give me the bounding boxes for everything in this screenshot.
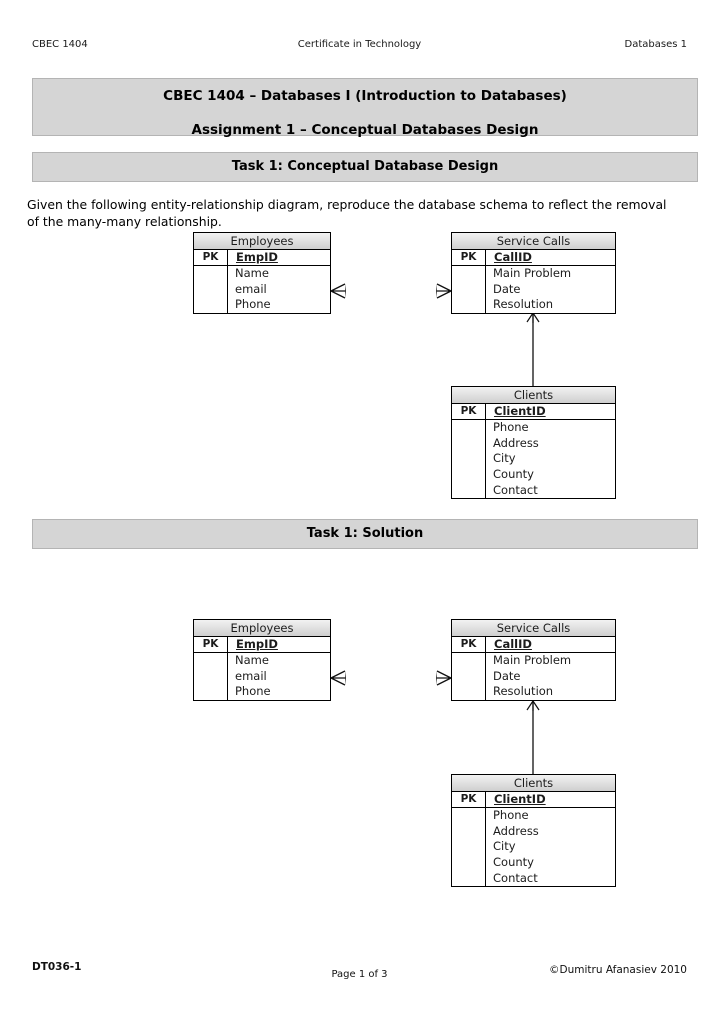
entity-service-calls-solution[interactable]: Service Calls PK CallID Main Problem Dat… <box>451 619 616 702</box>
attribute-row: Address <box>493 823 539 838</box>
entity-employees-problem[interactable]: Employees PK EmpID Name email Phone <box>193 232 331 315</box>
attribute-row: Main Problem <box>493 266 572 280</box>
entity-employees-solution[interactable]: Employees PK EmpID Name email Phone <box>193 619 331 702</box>
instructions-paragraph: Given the following entity-relationship … <box>27 197 667 230</box>
pk-tag: PK <box>460 638 477 650</box>
pk-tag: PK <box>202 638 219 650</box>
attribute-row: Date <box>493 668 521 683</box>
attribute-row: City <box>493 451 516 466</box>
attribute-row: County <box>493 467 534 482</box>
entity-attributes-clients: Phone Address City County Contact <box>452 808 615 887</box>
attribute-gutter-line <box>485 653 486 701</box>
relation-employees-servicecalls-problem <box>330 283 452 299</box>
entity-clients-solution[interactable]: Clients PK ClientID Phone Address City C… <box>451 774 616 888</box>
attribute-row: Resolution <box>493 684 554 699</box>
pk-tag: PK <box>202 251 219 263</box>
pk-tag: PK <box>460 405 477 417</box>
entity-pk-row-clients: PK ClientID <box>452 792 615 808</box>
running-head-right: Databases 1 <box>624 39 687 50</box>
pk-field: EmpID <box>227 637 330 652</box>
entity-attributes-employees: Name email Phone <box>194 653 330 701</box>
entity-attributes-service-calls: Main Problem Date Resolution <box>452 653 615 701</box>
relation-employees-servicecalls-solution <box>330 670 452 686</box>
attribute-row: City <box>493 839 516 854</box>
attribute-row: Address <box>493 435 539 450</box>
entity-header-employees: Employees <box>194 233 330 250</box>
document-title-line1: CBEC 1404 – Databases I (Introduction to… <box>163 88 567 104</box>
attribute-gutter-line <box>485 808 486 887</box>
entity-header-service-calls: Service Calls <box>452 233 615 250</box>
attribute-row: email <box>235 668 267 683</box>
entity-pk-row-employees: PK EmpID <box>194 250 330 266</box>
entity-attributes-service-calls: Main Problem Date Resolution <box>452 266 615 314</box>
footer-document-code: DT036-1 <box>32 961 82 973</box>
task-heading-banner: Task 1: Conceptual Database Design <box>32 152 698 182</box>
footer-copyright: ©Dumitru Afanasiev 2010 <box>549 964 687 976</box>
attribute-row: Name <box>235 266 269 280</box>
attribute-row: County <box>493 855 534 870</box>
entity-pk-row-service-calls: PK CallID <box>452 637 615 653</box>
attribute-row: Contact <box>493 870 538 885</box>
page-footer: DT036-1 Page 1 of 3 ©Dumitru Afanasiev 2… <box>32 961 687 980</box>
entity-pk-row-service-calls: PK CallID <box>452 250 615 266</box>
document-title-banner: CBEC 1404 – Databases I (Introduction to… <box>32 78 698 136</box>
document-title-line2: Assignment 1 – Conceptual Databases Desi… <box>191 121 539 138</box>
attribute-row: Phone <box>493 420 529 434</box>
attribute-gutter-line <box>485 420 486 499</box>
solution-heading-banner: Task 1: Solution <box>32 519 698 549</box>
pk-field: CallID <box>485 250 615 265</box>
solution-heading-label: Task 1: Solution <box>306 526 424 541</box>
attribute-gutter-line <box>485 266 486 314</box>
footer-page-number: Page 1 of 3 <box>331 969 388 980</box>
pk-field: ClientID <box>485 792 615 807</box>
running-head: CBEC 1404 Certificate in Technology Data… <box>32 39 687 53</box>
attribute-row: Phone <box>235 297 271 312</box>
attribute-gutter-line <box>227 266 228 314</box>
entity-header-clients: Clients <box>452 387 615 404</box>
attribute-gutter-line <box>227 653 228 701</box>
entity-pk-row-clients: PK ClientID <box>452 404 615 420</box>
running-head-center: Certificate in Technology <box>297 39 422 50</box>
entity-pk-row-employees: PK EmpID <box>194 637 330 653</box>
entity-service-calls-problem[interactable]: Service Calls PK CallID Main Problem Dat… <box>451 232 616 315</box>
relation-servicecalls-clients-problem <box>526 312 540 386</box>
entity-attributes-employees: Name email Phone <box>194 266 330 314</box>
pk-field: ClientID <box>485 404 615 419</box>
pk-tag: PK <box>460 251 477 263</box>
attribute-row: Resolution <box>493 297 554 312</box>
relation-servicecalls-clients-solution <box>526 700 540 774</box>
attribute-row: Main Problem <box>493 653 572 667</box>
entity-header-employees: Employees <box>194 620 330 637</box>
pk-tag: PK <box>460 793 477 805</box>
pk-field: CallID <box>485 637 615 652</box>
entity-attributes-clients: Phone Address City County Contact <box>452 420 615 499</box>
entity-header-service-calls: Service Calls <box>452 620 615 637</box>
task-heading-label: Task 1: Conceptual Database Design <box>231 159 499 174</box>
attribute-row: Phone <box>493 808 529 822</box>
attribute-row: Phone <box>235 684 271 699</box>
running-head-left: CBEC 1404 <box>32 39 88 50</box>
pk-field: EmpID <box>227 250 330 265</box>
entity-clients-problem[interactable]: Clients PK ClientID Phone Address City C… <box>451 386 616 500</box>
attribute-row: Name <box>235 653 269 667</box>
attribute-row: Contact <box>493 482 538 497</box>
attribute-row: Date <box>493 281 521 296</box>
attribute-row: email <box>235 281 267 296</box>
entity-header-clients: Clients <box>452 775 615 792</box>
